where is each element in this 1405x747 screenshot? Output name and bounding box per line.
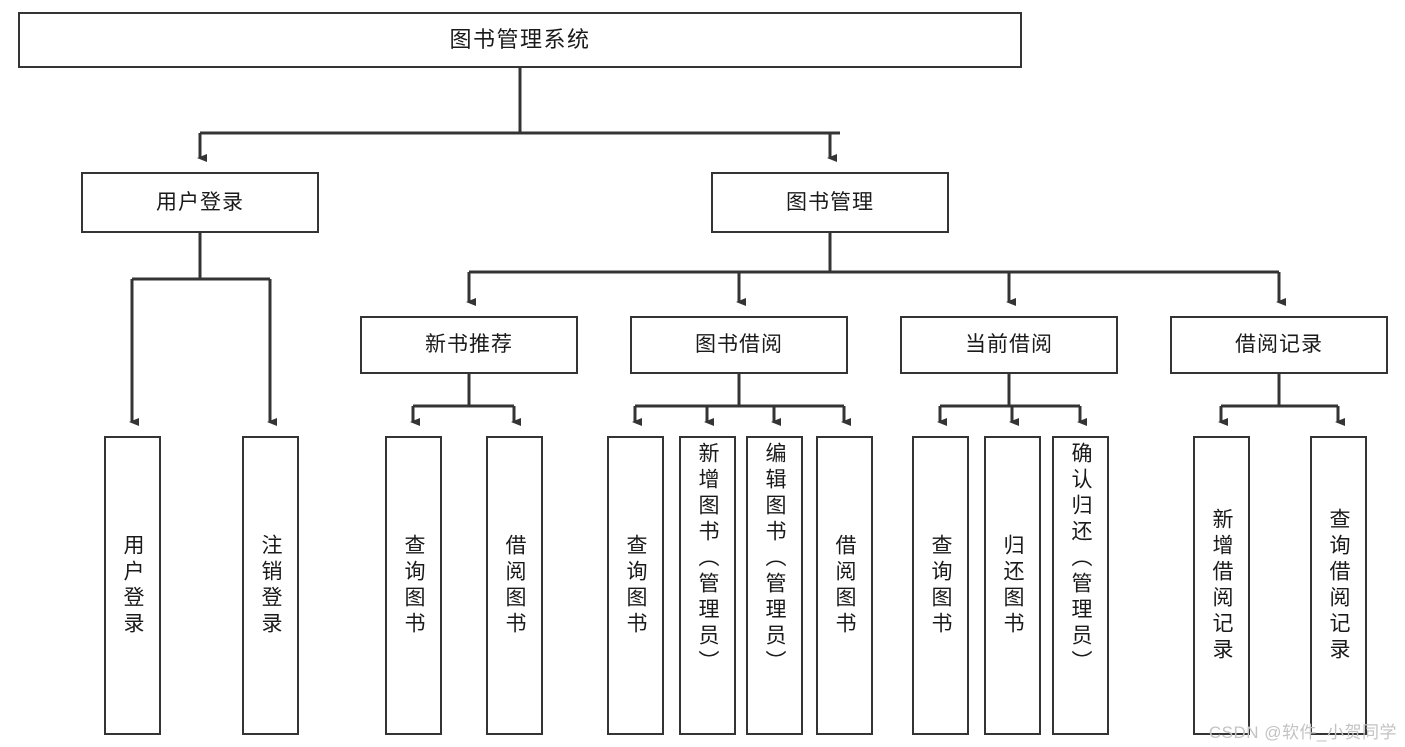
csdn-watermark: CSDN @软件_小贺同学 [1208,723,1397,742]
leaf-add-book-label: 新增图书（管理员） [696,442,719,676]
node-borrow-record[interactable]: 借阅记录 [1170,316,1388,374]
leaf-add-record-label: 新增借阅记录 [1210,507,1233,664]
leaf-confirm-return-label: 确认归还（管理员） [1069,442,1092,676]
node-borrow-record-label: 借阅记录 [1235,333,1323,357]
node-user-login-label: 用户登录 [156,190,244,214]
node-new-book-rec[interactable]: 新书推荐 [360,316,578,374]
leaf-edit-book-label: 编辑图书（管理员） [763,442,786,676]
node-root-label: 图书管理系统 [449,26,591,52]
node-root[interactable]: 图书管理系统 [18,12,1022,68]
leaf-query-book-1[interactable]: 查询图书 [385,436,442,735]
leaf-borrow-book-2[interactable]: 借阅图书 [816,436,873,735]
leaf-return-book-label: 归还图书 [1001,533,1024,638]
leaf-user-login-label: 用户登录 [121,533,144,638]
leaf-query-book-2[interactable]: 查询图书 [607,436,664,735]
leaf-query-book-3[interactable]: 查询图书 [912,436,969,735]
leaf-confirm-return[interactable]: 确认归还（管理员） [1052,436,1109,735]
leaf-borrow-book-1-label: 借阅图书 [503,533,526,638]
leaf-user-logout-label: 注销登录 [259,533,282,638]
node-user-login[interactable]: 用户登录 [81,172,319,233]
node-book-manage[interactable]: 图书管理 [711,172,949,233]
leaf-query-record[interactable]: 查询借阅记录 [1310,436,1367,735]
leaf-borrow-book-2-label: 借阅图书 [833,533,856,638]
node-current-borrow-label: 当前借阅 [965,333,1053,357]
leaf-query-book-2-label: 查询图书 [624,533,647,638]
leaf-query-record-label: 查询借阅记录 [1327,507,1350,664]
leaf-query-book-1-label: 查询图书 [402,533,425,638]
leaf-add-book[interactable]: 新增图书（管理员） [679,436,736,735]
leaf-user-login[interactable]: 用户登录 [104,436,161,735]
leaf-return-book[interactable]: 归还图书 [984,436,1041,735]
leaf-query-book-3-label: 查询图书 [929,533,952,638]
leaf-user-logout[interactable]: 注销登录 [242,436,299,735]
leaf-borrow-book-1[interactable]: 借阅图书 [486,436,543,735]
node-current-borrow[interactable]: 当前借阅 [900,316,1118,374]
node-book-manage-label: 图书管理 [786,190,874,214]
node-new-book-rec-label: 新书推荐 [425,333,513,357]
node-book-borrow[interactable]: 图书借阅 [630,316,848,374]
leaf-edit-book[interactable]: 编辑图书（管理员） [746,436,803,735]
node-book-borrow-label: 图书借阅 [695,333,783,357]
leaf-add-record[interactable]: 新增借阅记录 [1193,436,1250,735]
